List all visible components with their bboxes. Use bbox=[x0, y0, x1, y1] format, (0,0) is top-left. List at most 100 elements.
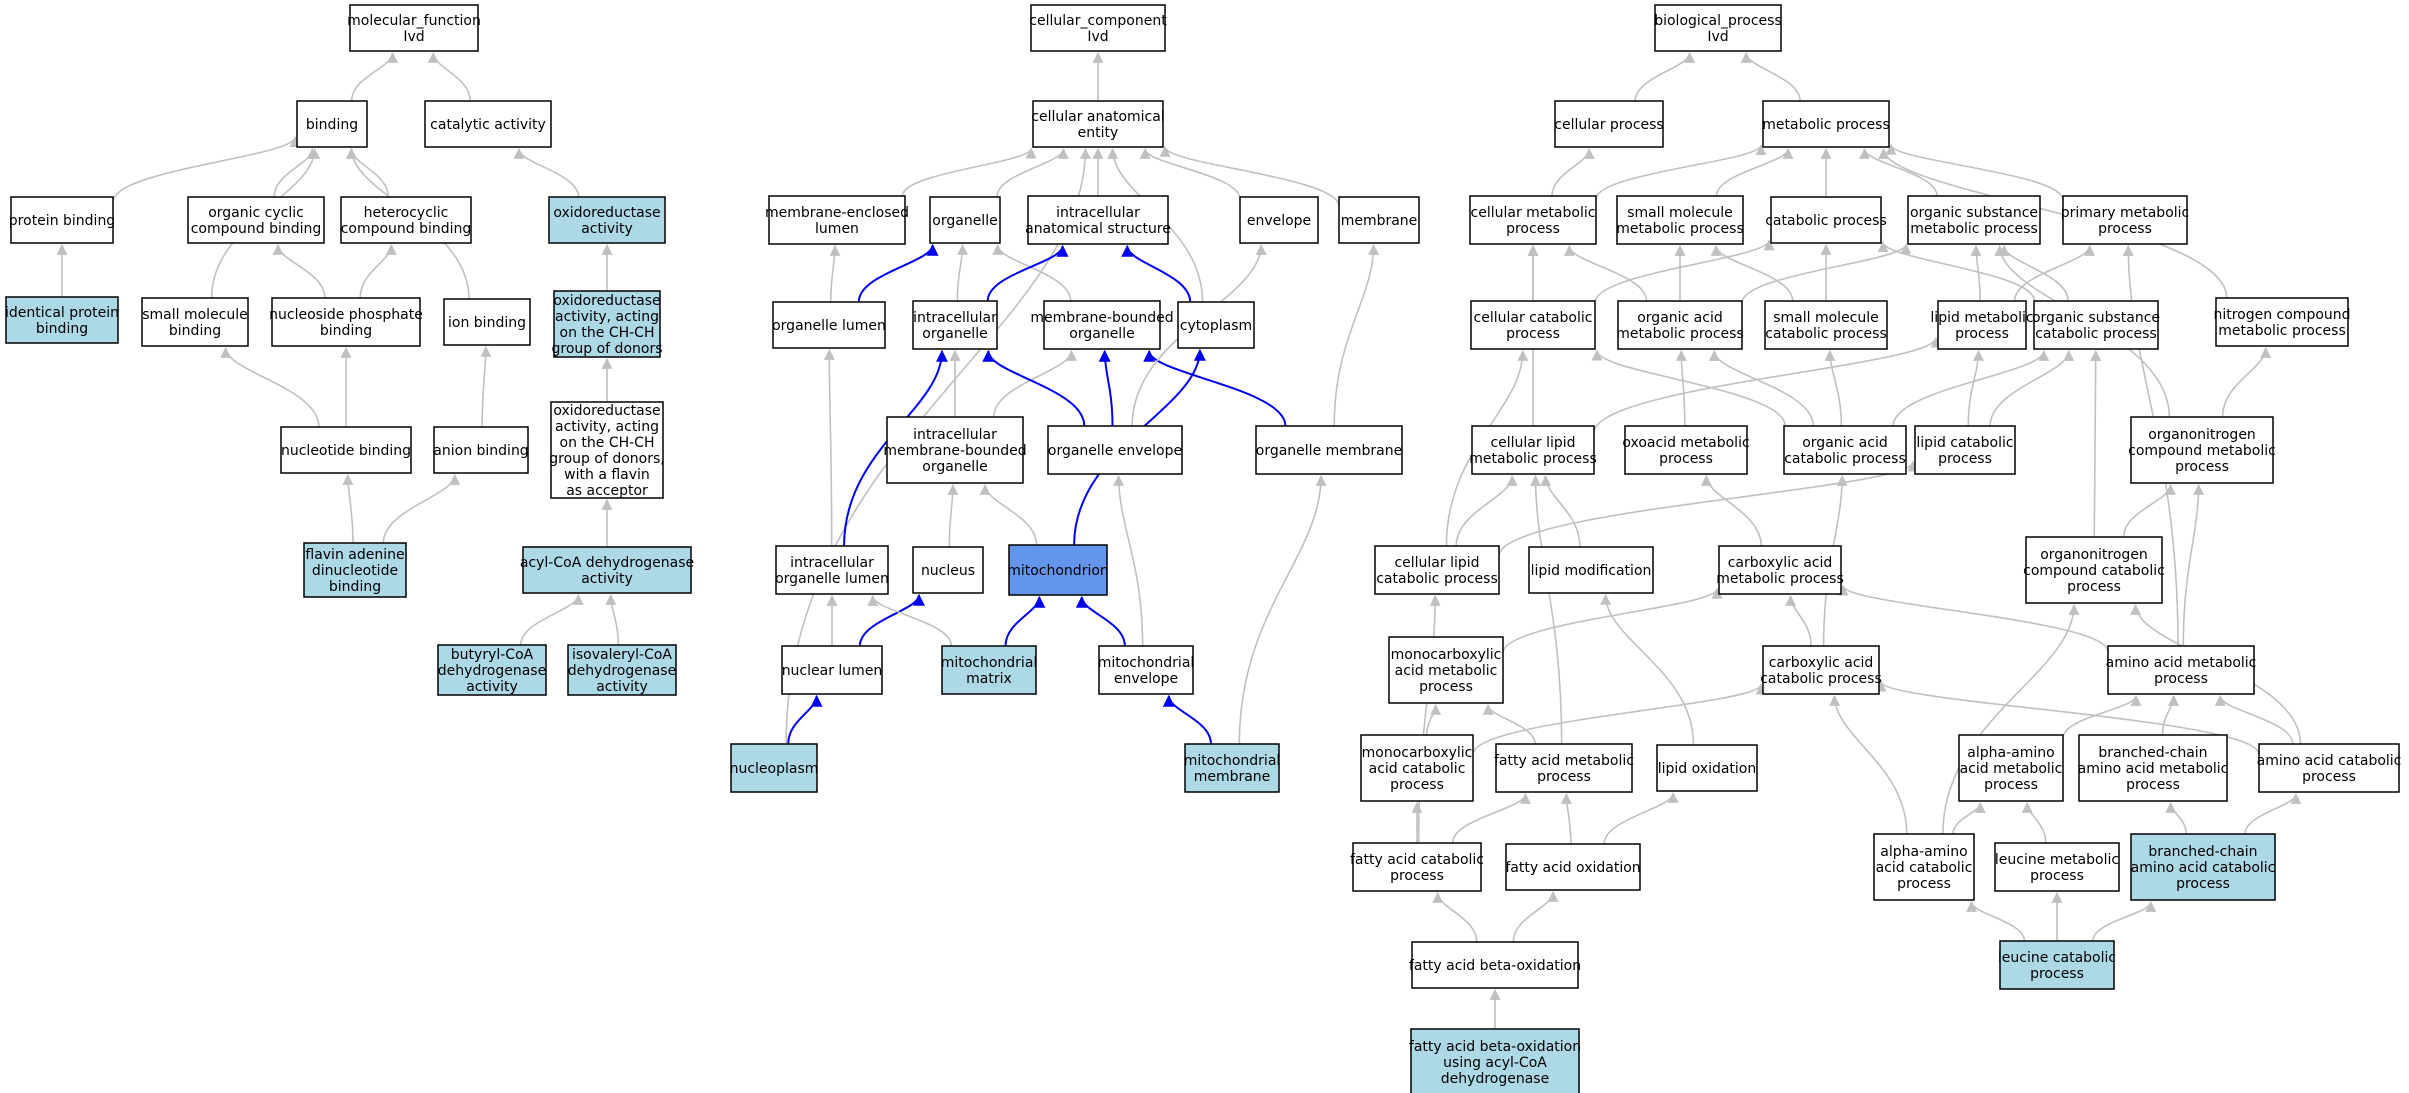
term-node-anionbind[interactable]: anion binding bbox=[433, 426, 529, 474]
term-label-line: mitochondrial bbox=[1098, 655, 1195, 671]
term-label-line: process bbox=[2126, 777, 2180, 793]
term-box bbox=[1616, 195, 1744, 245]
term-node-orgenv[interactable]: organelle envelope bbox=[1047, 425, 1183, 475]
term-label-line: process bbox=[1659, 451, 1713, 467]
term-label-line: intracellular bbox=[1056, 205, 1140, 221]
term-label-line: organic cyclic bbox=[208, 205, 304, 221]
term-node-catalytic[interactable]: catalytic activity bbox=[424, 100, 552, 148]
term-node-metproc[interactable]: metabolic process bbox=[1762, 100, 1890, 148]
term-box bbox=[781, 645, 883, 695]
term-node-cellproc[interactable]: cellular process bbox=[1554, 100, 1664, 148]
term-node-lipidox[interactable]: lipid oxidation bbox=[1656, 744, 1758, 792]
term-label-line: fatty acid oxidation bbox=[1505, 860, 1640, 876]
term-node-nuclumen[interactable]: nuclear lumen bbox=[781, 645, 883, 695]
term-box bbox=[1873, 833, 1975, 901]
term-label-line: small molecule bbox=[1773, 310, 1879, 326]
edge-orgacidcat-to-smallmolcat bbox=[1824, 349, 1843, 427]
term-label-line: process bbox=[1955, 326, 2009, 342]
term-node-envelope[interactable]: envelope bbox=[1239, 196, 1319, 244]
term-node-orglumen[interactable]: organelle lumen bbox=[772, 301, 886, 349]
term-node-nucleus[interactable]: nucleus bbox=[912, 546, 984, 594]
term-node-binding[interactable]: binding bbox=[296, 100, 368, 148]
term-label-line: process bbox=[2176, 876, 2230, 892]
term-node-organelle[interactable]: organelle bbox=[929, 196, 1001, 244]
term-node-protbind[interactable]: protein binding bbox=[9, 196, 115, 244]
term-label-line: butyryl-CoA bbox=[451, 647, 534, 663]
edge-intorglumen-to-orglumen bbox=[823, 348, 835, 547]
term-node-fabeta[interactable]: fatty acid beta-oxidation bbox=[1409, 941, 1581, 989]
term-node-ionbind[interactable]: ion binding bbox=[443, 298, 531, 346]
term-node-faox[interactable]: fatty acid oxidation bbox=[1505, 843, 1641, 891]
term-node-cytoplasm[interactable]: cytoplasm bbox=[1177, 301, 1255, 349]
term-node-catproc[interactable]: catabolic process bbox=[1765, 196, 1887, 244]
term-node-membrane[interactable]: membrane bbox=[1338, 196, 1420, 244]
term-node-nucbind[interactable]: nucleotide binding bbox=[280, 426, 412, 474]
edge-orgsubcat-to-catproc bbox=[1877, 241, 2036, 302]
edge-orgsubcat-to-orgsubmet bbox=[1998, 244, 2069, 302]
term-box bbox=[1410, 1028, 1580, 1093]
term-node-lipidmod[interactable]: lipid modification bbox=[1528, 546, 1654, 594]
term-node-nucleoplasm[interactable]: nucleoplasm bbox=[730, 743, 819, 793]
term-node-mito[interactable]: mitochondrion bbox=[1007, 544, 1109, 596]
term-node-orgmem[interactable]: organelle membrane bbox=[1255, 425, 1403, 475]
